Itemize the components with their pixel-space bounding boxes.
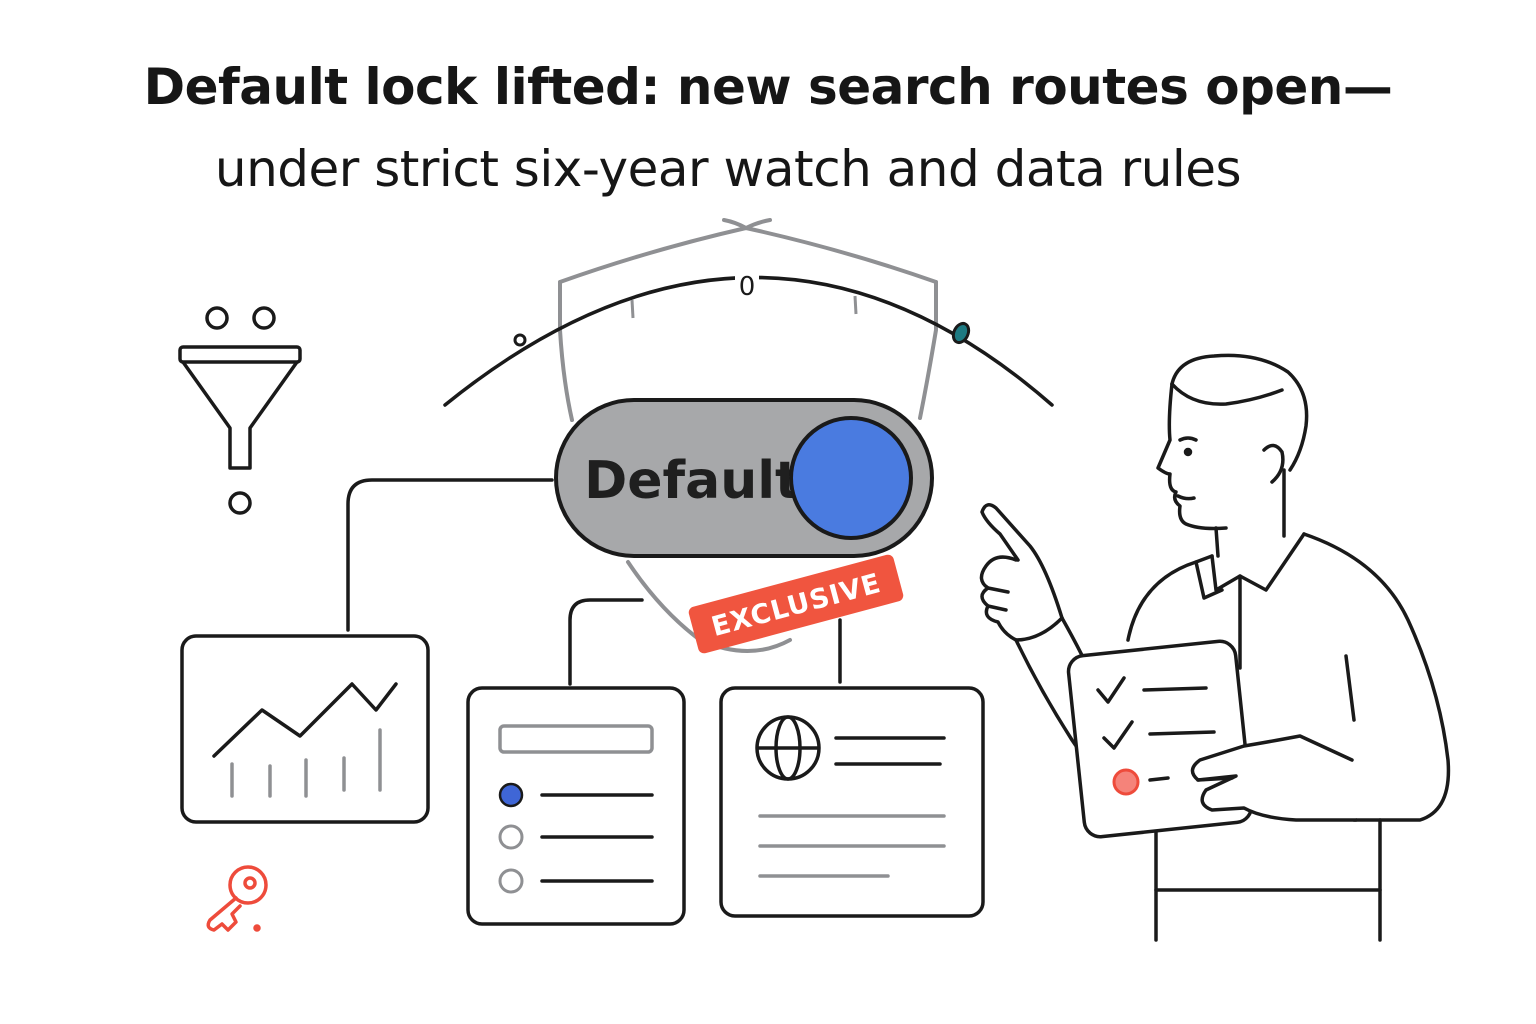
globe-icon — [755, 715, 821, 781]
radio-empty — [498, 868, 524, 894]
default-toggle[interactable]: Default — [554, 398, 934, 558]
connector-lines — [346, 478, 842, 686]
toggle-knob[interactable] — [789, 416, 913, 540]
dial-marker-left — [513, 333, 527, 347]
radio-empty — [498, 824, 524, 850]
holding-hand — [1190, 734, 1358, 822]
dial-marker-right — [951, 321, 971, 345]
toggle-label: Default — [584, 451, 800, 511]
headline-line-2: under strict six-year watch and data rul… — [214, 140, 1242, 198]
web-panel-icon — [719, 686, 985, 918]
checklist-alert-dot — [1112, 768, 1140, 796]
person-figure — [979, 353, 1451, 942]
choice-list-icon — [466, 686, 686, 926]
headline-line-1: Default lock lifted: new search routes o… — [143, 58, 1393, 116]
funnel-icon — [178, 306, 302, 515]
chart-panel-icon — [180, 634, 430, 824]
radio-selected — [498, 782, 524, 808]
dial-zero-label: 0 — [739, 272, 756, 302]
key-icon — [206, 865, 268, 932]
checklist-icon — [1066, 639, 1254, 839]
dial-gauge: 0 — [443, 270, 1054, 407]
exclusive-badge: EXCLUSIVE — [688, 554, 904, 654]
